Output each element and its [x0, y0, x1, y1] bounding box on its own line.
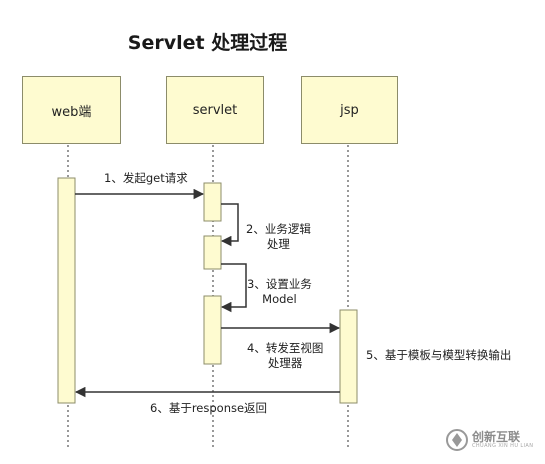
message-label-6: 6、基于response返回: [150, 401, 268, 415]
message-label-3-line1: 3、设置业务: [247, 277, 312, 291]
message-label-3-line2: Model: [262, 292, 297, 306]
participant-jsp: jsp: [301, 76, 398, 144]
activation-bar-servlet-2: [203, 235, 222, 270]
participant-label: servlet: [192, 102, 238, 118]
logo-icon: [446, 429, 468, 451]
diagram-title: Servlet 处理过程: [127, 32, 288, 54]
message-label-5: 5、基于模板与模型转换输出: [366, 348, 512, 362]
message-label-3: 3、设置业务 Model: [247, 277, 312, 307]
activation-bar-servlet-3: [203, 295, 222, 365]
watermark-text: 创新互联: [472, 430, 521, 444]
participant-label: jsp: [340, 102, 359, 118]
message-label-4-line2: 处理器: [267, 356, 303, 370]
message-label-2: 2、业务逻辑 处理: [246, 222, 311, 252]
participant-web-client: web端: [22, 76, 121, 144]
message-label-2-line1: 2、业务逻辑: [246, 222, 311, 236]
watermark-logo: 创新互联 CHUANG XIN HU LIAN: [445, 428, 533, 452]
watermark-subtext: CHUANG XIN HU LIAN: [472, 443, 534, 449]
message-label-4-line1: 4、转发至视图: [247, 341, 324, 355]
message-arrow-2: [220, 203, 239, 247]
activation-bar-servlet-1: [203, 182, 222, 222]
message-label-2-line2: 处理: [266, 237, 290, 251]
activation-bar-jsp: [339, 309, 358, 404]
message-label-4: 4、转发至视图 处理器: [247, 341, 323, 371]
message-label-1: 1、发起get请求: [104, 171, 188, 185]
activation-bar-web-client: [57, 177, 76, 404]
participant-servlet: servlet: [166, 76, 264, 144]
participant-label: web端: [51, 104, 92, 120]
message-arrow-3: [220, 263, 247, 313]
